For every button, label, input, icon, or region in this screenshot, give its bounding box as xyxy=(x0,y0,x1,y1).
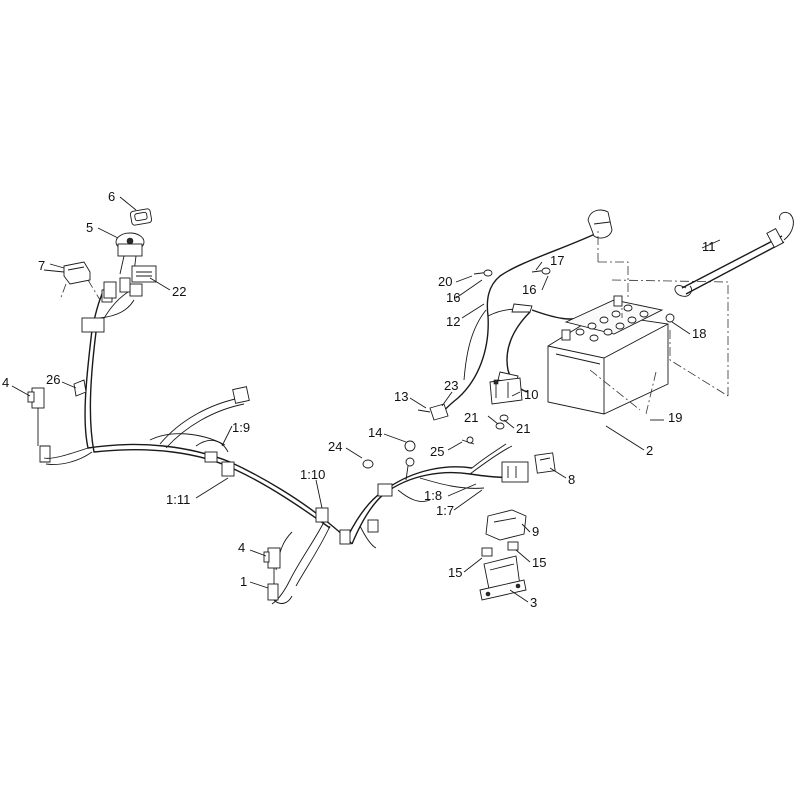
callout-2: 2 xyxy=(646,443,653,458)
battery xyxy=(547,295,675,415)
connector-plugs xyxy=(103,277,131,299)
solenoid-cover-9 xyxy=(485,509,527,541)
callout-3: 3 xyxy=(530,595,537,610)
callout-1-11: 1:11 xyxy=(166,492,190,507)
positive-cable-12 xyxy=(437,233,596,419)
seat-switch-lower xyxy=(263,547,293,604)
leader-lines xyxy=(11,196,721,603)
callout-9: 9 xyxy=(532,524,539,539)
rocker-switch-7 xyxy=(59,261,101,301)
callout-10: 10 xyxy=(524,387,538,402)
callout-4-upper: 4 xyxy=(2,375,9,390)
callout-20: 20 xyxy=(438,274,452,289)
battery-strap xyxy=(674,211,794,297)
callout-4-lower: 4 xyxy=(238,540,245,555)
callout-8: 8 xyxy=(568,472,575,487)
callout-labels: 6 5 7 22 4 26 1:9 1:11 1:10 4 1 24 14 13… xyxy=(2,189,716,610)
callout-1-8: 1:8 xyxy=(424,488,442,503)
callout-18: 18 xyxy=(692,326,706,341)
callout-21-right: 21 xyxy=(516,421,530,436)
callout-13: 13 xyxy=(394,389,408,404)
terminal-boot xyxy=(587,209,613,239)
callout-25: 25 xyxy=(430,444,444,459)
small-hardware xyxy=(362,414,509,481)
callout-16-left: 16 xyxy=(446,290,460,305)
key-switch-assembly xyxy=(115,208,153,275)
callout-15-left: 15 xyxy=(448,565,462,580)
harness-connectors xyxy=(81,289,393,545)
callout-6: 6 xyxy=(108,189,115,204)
callout-21-left: 21 xyxy=(464,410,478,425)
callout-12: 12 xyxy=(446,314,460,329)
callout-1-7: 1:7 xyxy=(436,503,454,518)
fuse-23 xyxy=(417,403,449,421)
seat-switch-upper xyxy=(27,379,87,446)
callout-24: 24 xyxy=(328,439,342,454)
callout-1-9: 1:9 xyxy=(232,420,250,435)
bolts-20-16-17-16 xyxy=(473,267,551,277)
callout-17: 17 xyxy=(550,253,564,268)
callout-1: 1 xyxy=(240,574,247,589)
callout-22: 22 xyxy=(172,284,186,299)
hour-meter-22 xyxy=(129,265,157,297)
callout-26: 26 xyxy=(46,372,60,387)
callout-15-right: 15 xyxy=(532,555,546,570)
callout-11: 11 xyxy=(702,239,716,254)
callout-14: 14 xyxy=(368,425,382,440)
relay-8 xyxy=(501,452,556,483)
ring-terminal-14 xyxy=(404,440,416,452)
callout-19: 19 xyxy=(668,410,682,425)
alignment-lines xyxy=(589,230,729,415)
callout-16-right: 16 xyxy=(522,282,536,297)
starter-solenoid-3 xyxy=(479,541,527,601)
callout-1-10: 1:10 xyxy=(300,467,325,482)
callout-23: 23 xyxy=(444,378,458,393)
callout-5: 5 xyxy=(86,220,93,235)
callout-7: 7 xyxy=(38,258,45,273)
fuse-holder-10 xyxy=(489,377,523,405)
